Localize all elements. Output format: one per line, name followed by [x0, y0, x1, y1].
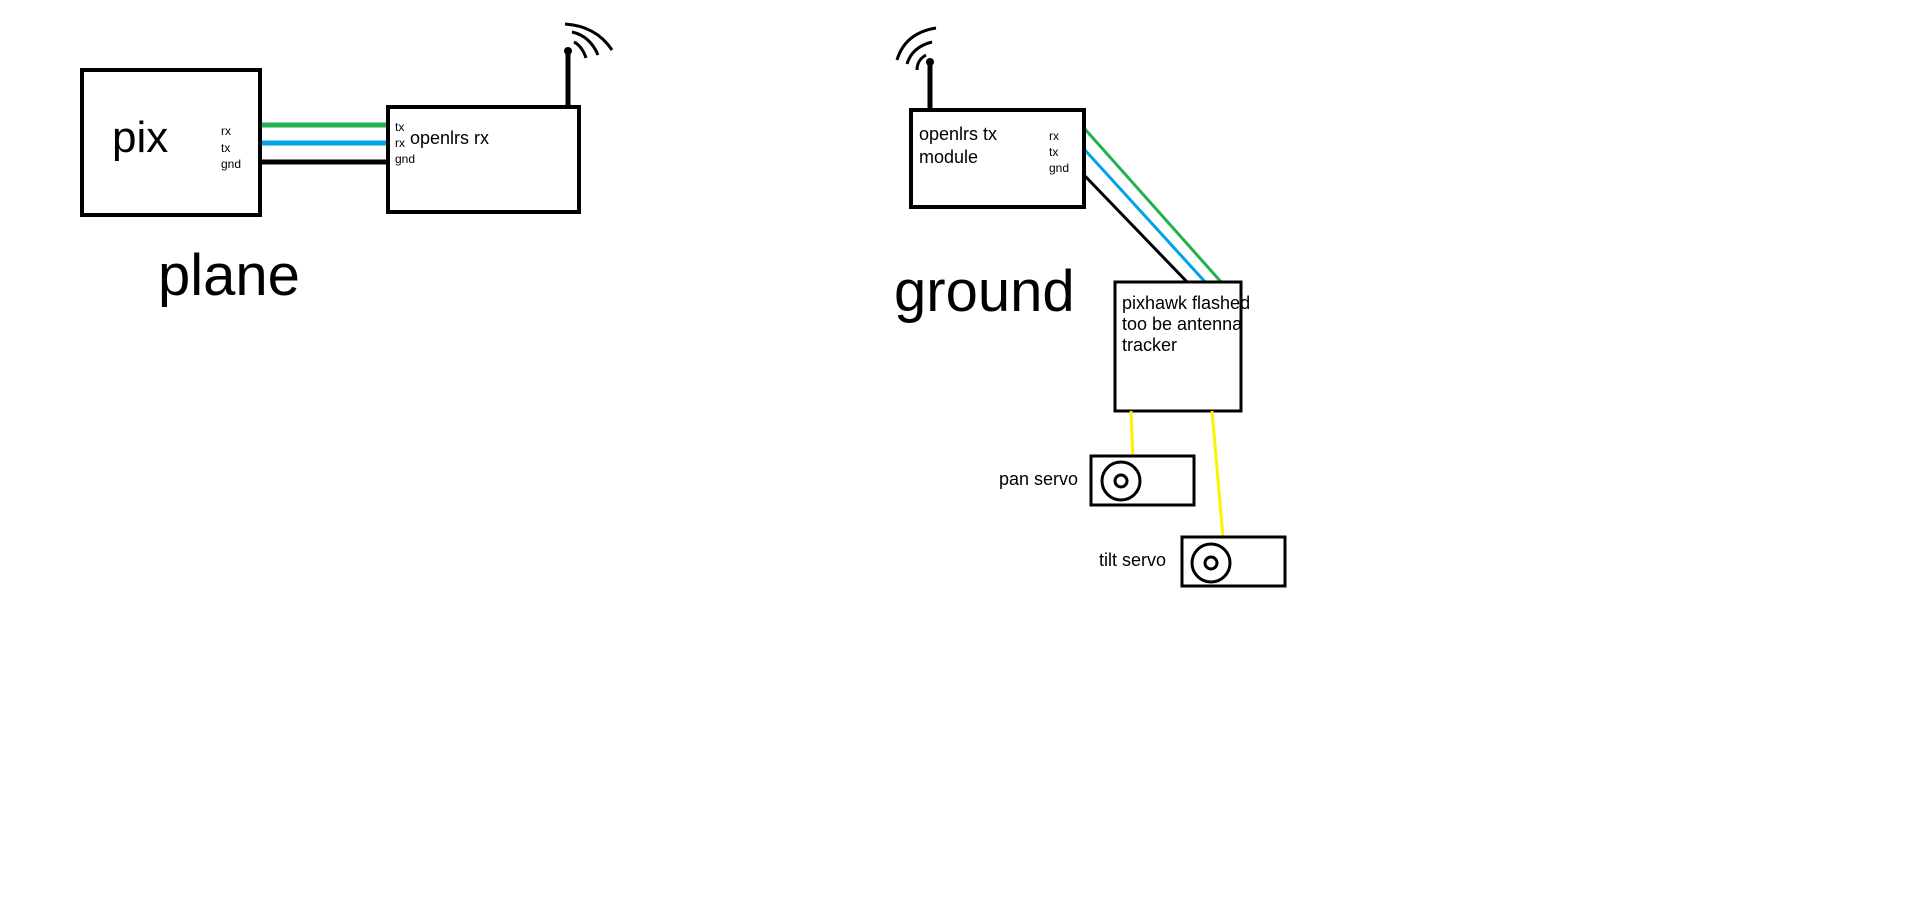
antenna-tracker-box [1113, 280, 1243, 413]
tracker-line2: too be antenna [1122, 314, 1243, 334]
tx-module-label-line1: openlrs tx [919, 124, 997, 144]
ground-caption: ground [894, 259, 1075, 324]
openlrs-rx-box [386, 105, 581, 214]
tx-module-pin-gnd: gnd [1049, 161, 1069, 175]
servo-horn-icon [1100, 460, 1142, 502]
tx-module-label-line2: module [919, 147, 978, 167]
antenna-icon [895, 26, 937, 110]
pix-pin-tx: tx [221, 141, 230, 155]
wire-black-ground [1082, 173, 1192, 287]
wire-green-ground [1082, 127, 1224, 284]
pix-label: pix [112, 113, 168, 162]
pix-box [80, 68, 262, 217]
tilt-servo-box [1180, 535, 1287, 588]
tracker-line1: pixhawk flashed [1122, 293, 1250, 313]
pan-servo-box [1089, 454, 1196, 507]
tx-module-pin-tx: tx [1049, 145, 1058, 159]
openlrs-tx-module-box [909, 108, 1086, 209]
tx-module-pin-rx: rx [1049, 129, 1059, 143]
openlrs-rx-pin-rx: rx [395, 136, 405, 150]
openlrs-rx-pin-gnd: gnd [395, 152, 415, 166]
tilt-servo-label: tilt servo [1099, 550, 1166, 570]
pix-pin-rx: rx [221, 124, 231, 138]
pan-servo-label: pan servo [999, 469, 1078, 489]
pix-pin-gnd: gnd [221, 157, 241, 171]
wire-yellow-pan [1129, 410, 1135, 459]
wire-blue-ground [1082, 147, 1209, 286]
wire-yellow-tilt [1210, 410, 1225, 538]
tracker-line3: tracker [1122, 335, 1177, 355]
plane-caption: plane [158, 243, 300, 308]
antenna-icon [564, 22, 614, 107]
openlrs-rx-label: openlrs rx [410, 128, 489, 148]
servo-horn-icon [1190, 542, 1232, 584]
openlrs-rx-pin-tx: tx [395, 120, 404, 134]
